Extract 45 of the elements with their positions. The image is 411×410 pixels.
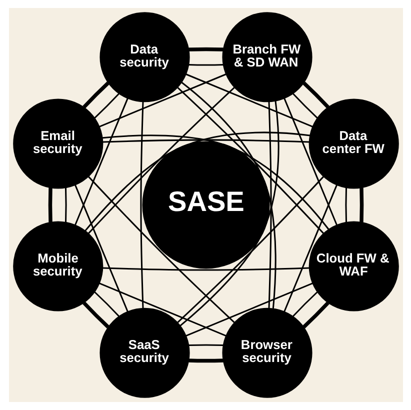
connector	[292, 93, 318, 118]
node-circle: Data security	[99, 12, 190, 102]
connector	[188, 64, 223, 66]
node-circle: SASE	[142, 141, 270, 269]
node-circle: Browser security	[222, 308, 312, 398]
connector	[140, 102, 144, 308]
connector	[302, 302, 329, 328]
node-circle: Cloud FW & WAF	[308, 221, 398, 312]
node-circle: Data center FW	[308, 98, 398, 189]
connector	[188, 344, 223, 346]
connector	[185, 282, 312, 336]
node-circle: Branch FW & SD WAN	[222, 12, 312, 102]
connector	[283, 184, 337, 312]
connector	[82, 302, 109, 328]
connector	[292, 292, 318, 317]
connector	[268, 102, 272, 308]
connector	[283, 98, 337, 226]
connector	[188, 358, 223, 363]
connector	[176, 176, 324, 324]
connector	[74, 184, 128, 312]
connector	[179, 100, 279, 326]
connector	[102, 139, 309, 143]
connector	[102, 134, 329, 230]
connector	[84, 132, 310, 232]
connector	[87, 86, 234, 234]
connector	[74, 98, 128, 226]
connector	[98, 282, 226, 336]
node-circle: SaaS security	[99, 308, 190, 398]
connector	[87, 176, 234, 324]
connector	[94, 93, 119, 118]
connector	[185, 74, 312, 128]
connector	[82, 82, 109, 108]
connector	[64, 188, 66, 222]
connector	[176, 86, 324, 234]
connector	[48, 188, 52, 222]
connector	[188, 47, 223, 52]
connector	[94, 292, 119, 317]
connector	[302, 82, 329, 108]
connector	[344, 188, 347, 222]
connector	[180, 82, 276, 309]
node-circle: Mobile security	[12, 221, 103, 312]
node-circle: Email security	[12, 98, 103, 189]
connector	[98, 74, 226, 128]
connector	[102, 267, 309, 271]
connector	[359, 188, 364, 222]
